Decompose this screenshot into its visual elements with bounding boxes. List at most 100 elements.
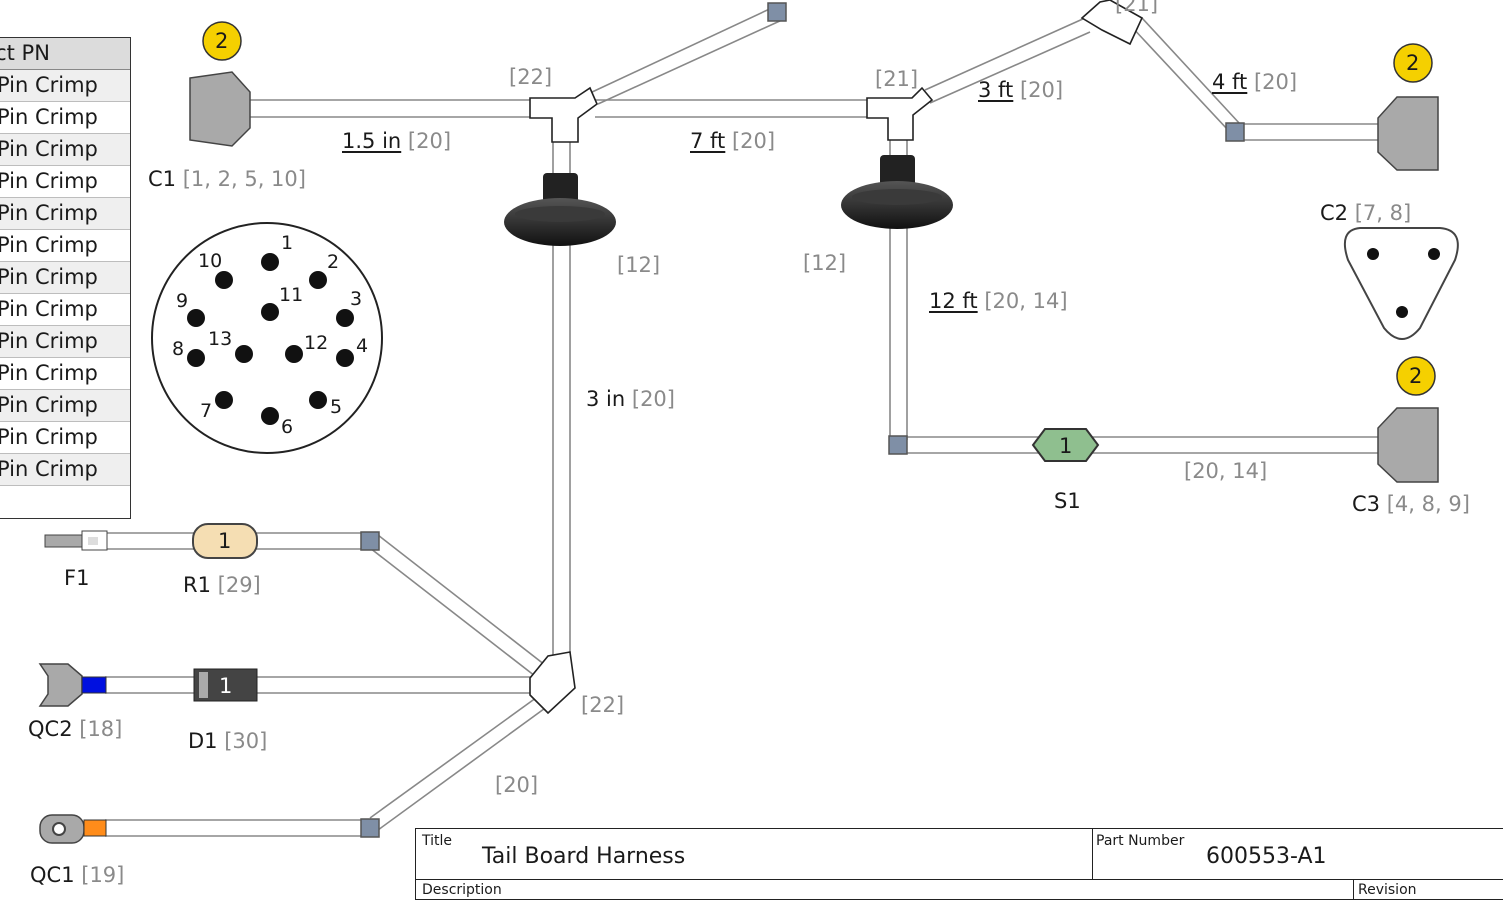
qc2-label[interactable]: QC2 [18]	[28, 719, 122, 740]
r1-number: 1	[218, 529, 232, 553]
pin-table-row[interactable]: G Pin Crimp	[0, 294, 130, 326]
pin-num-9: 9	[176, 290, 189, 312]
pin-table-cell: G Pin Crimp	[0, 361, 98, 385]
pin-table-row[interactable]: G Pin Crimp	[0, 422, 130, 454]
wire-drop-label[interactable]: 12 ft [20, 14]	[929, 291, 1068, 312]
d1-label[interactable]: D1 [30]	[188, 731, 267, 752]
pin-table: tact PN G Pin Crimp G Pin Crimp G Pin Crim…	[0, 37, 131, 519]
title-block: Title Tail Board Harness Part Number 600…	[415, 828, 1503, 900]
pin-table-row[interactable]: G Pin Crimp	[0, 198, 130, 230]
pin-table-cell: G Pin Crimp	[0, 137, 98, 161]
pin-table-cell: G Pin Crimp	[0, 457, 98, 481]
title-field-label: Title	[422, 833, 453, 849]
s1-label[interactable]: S1	[1054, 489, 1081, 513]
wire-down-label[interactable]: 3 in [20]	[586, 389, 675, 410]
qc1-body	[39, 814, 107, 844]
title-cell: Title Tail Board Harness	[416, 829, 1093, 880]
wire-c1-length: 1.5 in	[342, 129, 402, 153]
qc2-name: QC2	[28, 717, 73, 741]
pin-table-row[interactable]: G Pin Crimp	[0, 134, 130, 166]
part-number-cell: Part Number 600553-A1	[1092, 829, 1503, 880]
pin-table-cell: G Pin Crimp	[0, 297, 98, 321]
pin-num-11: 11	[279, 284, 304, 306]
c2-name: C2	[1320, 201, 1349, 225]
c3-pins: [4, 8, 9]	[1386, 492, 1470, 516]
part-number-value[interactable]: 600553-A1	[1206, 844, 1327, 869]
splice-22-top-tag[interactable]: [22]	[509, 65, 553, 89]
connector-c1-body	[189, 71, 251, 147]
pin-table-cell: G Pin Crimp	[0, 169, 98, 193]
pin-num-13: 13	[208, 328, 233, 350]
wire-mid-length: 7 ft	[690, 129, 726, 153]
pin-table-cell: G Pin Crimp	[0, 425, 98, 449]
splice-21-top-tag[interactable]: [21]	[1115, 0, 1159, 16]
wire-upper-label[interactable]: 3 ft [20]	[978, 80, 1063, 101]
connector-c3-body	[1377, 407, 1439, 483]
grommet-left-tag[interactable]: [12]	[617, 253, 661, 277]
c2-pins	[1367, 248, 1440, 318]
pin-num-8: 8	[172, 338, 185, 360]
pin-num-2: 2	[327, 251, 340, 273]
junction-nodes	[360, 2, 1245, 838]
f1-body	[44, 530, 108, 551]
pin-table-row[interactable]: G Pin Crimp	[0, 70, 130, 102]
wire-mid-label[interactable]: 7 ft [20]	[690, 131, 775, 152]
pin-table-cell: G Pin Crimp	[0, 393, 98, 417]
wire-c3-gauge[interactable]: [20, 14]	[1184, 459, 1268, 483]
pin-table-row[interactable]: G Pin Crimp	[0, 390, 130, 422]
pin-table-row[interactable]: G Pin Crimp	[0, 102, 130, 134]
pin-num-4: 4	[356, 335, 369, 357]
splice-21-mid	[866, 86, 934, 141]
wire-lower-gauge[interactable]: [20]	[495, 773, 539, 797]
d1-number: 1	[219, 674, 233, 698]
d1-body	[193, 668, 258, 702]
c1-name: C1	[148, 167, 177, 191]
c2-pins: [7, 8]	[1354, 201, 1412, 225]
wire-drop-length: 12 ft	[929, 289, 978, 313]
wire-c1-label[interactable]: 1.5 in [20]	[342, 131, 451, 152]
r1-label[interactable]: R1 [29]	[183, 575, 261, 596]
wire-right-length: 4 ft	[1212, 70, 1248, 94]
wire-down-gauge: [20]	[631, 387, 675, 411]
pin-num-1: 1	[281, 232, 294, 254]
connector-c2-label[interactable]: C2 [7, 8]	[1320, 203, 1411, 224]
description-cell: Description	[416, 880, 1354, 900]
d1-name: D1	[188, 729, 218, 753]
qc2-tag: [18]	[79, 717, 123, 741]
connector-c2-body	[1377, 96, 1439, 171]
qc1-tag: [19]	[81, 863, 125, 887]
pin-table-row[interactable]: G Pin Crimp	[0, 326, 130, 358]
pin-num-3: 3	[350, 288, 363, 310]
title-value[interactable]: Tail Board Harness	[482, 844, 686, 869]
pin-table-row[interactable]: G Pin Crimp	[0, 454, 130, 486]
pin-table-cell: G Pin Crimp	[0, 105, 98, 129]
pin-table-row[interactable]: G Pin Crimp	[0, 358, 130, 390]
pin-table-row[interactable]: G Pin Crimp	[0, 166, 130, 198]
pin-table-cell: G Pin Crimp	[0, 201, 98, 225]
wire-down-length: 3 in	[586, 387, 626, 411]
splice-22-bottom	[529, 651, 576, 715]
wires	[105, 5, 1380, 837]
pin-table-row[interactable]: G Pin Crimp	[0, 262, 130, 294]
wire-right-gauge: [20]	[1253, 70, 1298, 94]
f1-label[interactable]: F1	[64, 566, 90, 590]
splice-22-bottom-tag[interactable]: [22]	[581, 693, 625, 717]
r1-name: R1	[183, 573, 211, 597]
grommet-right-tag[interactable]: [12]	[803, 251, 847, 275]
revision-cell: Revision	[1354, 880, 1503, 900]
d1-tag: [30]	[224, 729, 268, 753]
c1-pinout-pins	[187, 253, 354, 425]
r1-tag: [29]	[217, 573, 261, 597]
pin-table-row[interactable]: G Pin Crimp	[0, 230, 130, 262]
connector-c1-label[interactable]: C1 [1, 2, 5, 10]	[148, 169, 306, 190]
qc1-label[interactable]: QC1 [19]	[30, 865, 124, 886]
qc2-body	[38, 663, 107, 707]
revision-field-label: Revision	[1358, 882, 1417, 898]
wire-upper-length: 3 ft	[978, 78, 1014, 102]
pin-table-header: tact PN	[0, 38, 130, 70]
splice-21-mid-tag[interactable]: [21]	[875, 67, 919, 91]
connector-c3-label[interactable]: C3 [4, 8, 9]	[1352, 494, 1470, 515]
pin-table-cell: G Pin Crimp	[0, 265, 98, 289]
wire-right-label[interactable]: 4 ft [20]	[1212, 72, 1297, 93]
